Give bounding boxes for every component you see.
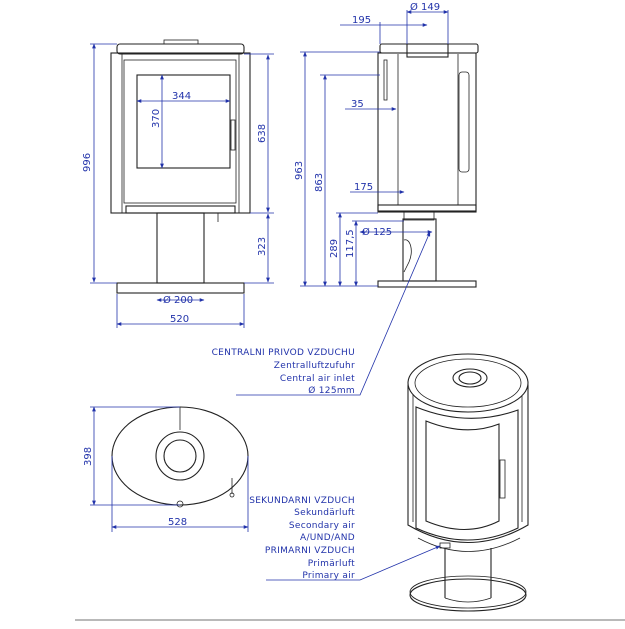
- dim-window-width: 344: [172, 91, 191, 102]
- note-air-line-1: SEKUNDARNI VZDUCH: [249, 496, 355, 506]
- plan-flue-outer: [155, 431, 205, 481]
- front-body: [110, 52, 251, 214]
- dim-height-body: 638: [257, 124, 268, 143]
- iso-flue-inner: [458, 371, 482, 385]
- dim-top-offset: 195: [352, 15, 371, 26]
- front-door: [123, 59, 237, 204]
- plan-handle-pivot: [176, 500, 184, 508]
- dim-height-pedestal: 323: [257, 237, 268, 256]
- iso-ash-lip: [417, 537, 521, 552]
- note-central-air-line-1: CENTRALNI PRIVOD VZDUCHU: [212, 348, 355, 358]
- front-glass-window: [136, 74, 231, 169]
- front-flue-collar: [163, 39, 199, 45]
- note-air-line-4: A/UND/AND: [300, 533, 355, 543]
- note-air-line-5: PRIMARNI VZDUCH: [265, 546, 355, 556]
- note-air-line-7: Primary air: [302, 571, 355, 581]
- plan-flue-inner: [163, 439, 197, 473]
- leader-central-air: [236, 231, 431, 396]
- side-top-plate: [379, 43, 479, 54]
- leader-secondary-air: [266, 545, 441, 581]
- dim-base-width: 520: [170, 314, 189, 325]
- front-pedestal: [156, 212, 205, 284]
- side-handle: [383, 59, 388, 101]
- iso-base-top: [409, 575, 527, 609]
- dim-863: 863: [314, 173, 325, 192]
- side-flue-outlet: [406, 43, 449, 58]
- note-secondary-primary-air: SEKUNDARNI VZDUCH Sekundärluft Secondary…: [249, 496, 355, 581]
- dim-35: 35: [351, 99, 364, 110]
- dim-inlet-diameter: Ø 125: [362, 226, 392, 238]
- dim-flue-diameter: Ø 149: [410, 1, 440, 13]
- iso-door: [415, 406, 519, 541]
- note-air-line-6: Primärluft: [308, 559, 355, 569]
- dim-height-total: 996: [82, 153, 93, 172]
- dim-plan-depth: 398: [83, 447, 94, 466]
- dim-117-5: 117,5: [345, 229, 356, 258]
- perspective-view: [407, 353, 529, 612]
- front-door-handle: [230, 119, 236, 151]
- iso-door-handle: [499, 459, 506, 499]
- side-pedestal: [402, 218, 437, 282]
- note-central-air-line-4: Ø 125mm: [308, 385, 355, 396]
- note-central-air: CENTRALNI PRIVOD VZDUCHU Zentralluftzufu…: [212, 348, 355, 396]
- note-central-air-line-2: Zentralluftzufuhr: [274, 361, 355, 371]
- dim-base-diameter: Ø 200: [163, 294, 193, 306]
- note-air-line-2: Sekundärluft: [294, 508, 355, 518]
- plan-lever-knob: [229, 492, 235, 498]
- iso-top-inner: [414, 358, 522, 408]
- dim-289: 289: [329, 239, 340, 258]
- front-view: 344 370 996 638 323 Ø 200 520: [82, 39, 274, 328]
- dim-plan-width: 528: [168, 517, 187, 528]
- iso-top: [407, 353, 529, 413]
- side-rear-panel: [458, 71, 470, 173]
- plan-view: 398 528: [83, 406, 249, 532]
- side-view: 195 Ø 149 35 175 963 863 289 117,5 Ø 125: [294, 1, 479, 288]
- side-base-plate: [377, 280, 477, 288]
- note-central-air-line-3: Central air inlet: [280, 374, 355, 384]
- iso-pedestal-bottom: [444, 597, 492, 603]
- side-air-inlet-box: [403, 211, 435, 221]
- note-air-line-3: Secondary air: [289, 521, 355, 531]
- side-body: [377, 52, 477, 212]
- side-air-duct: [403, 239, 412, 273]
- front-ash-lip: [125, 205, 236, 214]
- iso-base-disc: [409, 578, 527, 612]
- dim-175: 175: [354, 182, 373, 193]
- front-base-plate: [116, 282, 245, 294]
- iso-flue-outer: [452, 368, 488, 388]
- iso-pedestal: [444, 548, 492, 598]
- iso-glass-window: [425, 420, 500, 530]
- iso-air-lever: [439, 542, 451, 549]
- dim-963: 963: [294, 161, 305, 180]
- dim-window-height: 370: [151, 109, 162, 128]
